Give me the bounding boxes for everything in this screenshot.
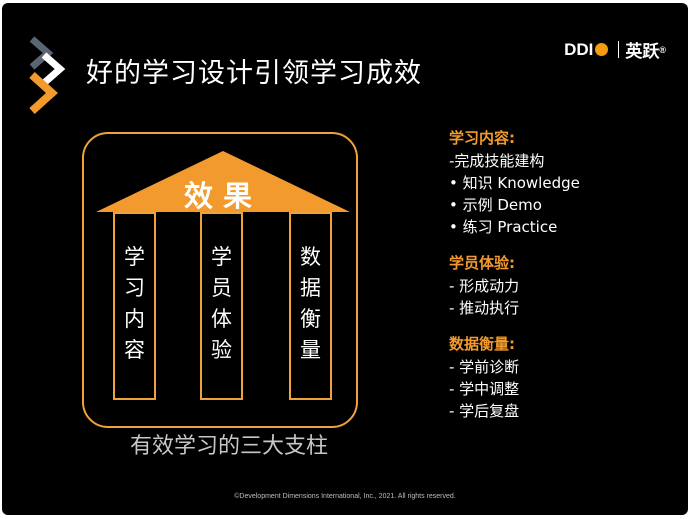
section-line: - 推动执行	[449, 299, 520, 317]
ddi-logo: DDI 英跃®	[564, 37, 666, 63]
slide-title: 好的学习设计引领学习成效	[86, 58, 422, 89]
roof-shape	[96, 151, 350, 212]
slide: 好的学习设计引领学习成效 DDI 英跃® 效果 学习内容 学员体验 数据衡量 有…	[2, 3, 688, 515]
logo-brand-text: 英跃	[625, 42, 660, 62]
pillar-label: 数据衡量	[300, 245, 321, 362]
section-line: -完成技能建构	[449, 152, 545, 170]
diagram-caption: 有效学习的三大支柱	[130, 434, 329, 459]
pillar-label: 学习内容	[124, 245, 145, 362]
section-line: • 示例 Demo	[449, 196, 542, 214]
logo-divider	[618, 41, 620, 58]
section-line: - 学中调整	[449, 380, 520, 398]
registered-mark: ®	[659, 44, 666, 55]
section-learning-content: 学习内容: -完成技能建构 • 知识 Knowledge • 示例 Demo •…	[449, 127, 679, 238]
section-line: - 学前诊断	[449, 358, 520, 376]
logo-ddi-text: DDI	[564, 39, 594, 59]
section-line: - 学后复盘	[449, 402, 520, 420]
pillar-learning-content: 学习内容	[113, 212, 156, 400]
section-line: • 知识 Knowledge	[449, 174, 580, 192]
roof-label: 效果	[183, 179, 262, 213]
section-heading: 数据衡量:	[449, 335, 515, 353]
diagram-frame	[82, 132, 358, 428]
globe-icon	[595, 43, 609, 56]
pillar-data-measurement: 数据衡量	[289, 212, 332, 400]
pillar-label: 学员体验	[211, 245, 232, 362]
section-line: - 形成动力	[449, 277, 520, 295]
section-heading: 学习内容:	[449, 129, 515, 147]
bullet-panel: 学习内容: -完成技能建构 • 知识 Knowledge • 示例 Demo •…	[449, 127, 679, 422]
section-line: • 练习 Practice	[449, 218, 558, 236]
chevron-logo-icon	[29, 36, 66, 114]
section-data-measurement: 数据衡量: - 学前诊断 - 学中调整 - 学后复盘	[449, 333, 679, 422]
pillar-learner-experience: 学员体验	[200, 212, 243, 400]
copyright-footer: ©Development Dimensions International, I…	[234, 493, 456, 500]
section-heading: 学员体验:	[449, 254, 515, 272]
section-learner-experience: 学员体验: - 形成动力 - 推动执行	[449, 252, 679, 319]
